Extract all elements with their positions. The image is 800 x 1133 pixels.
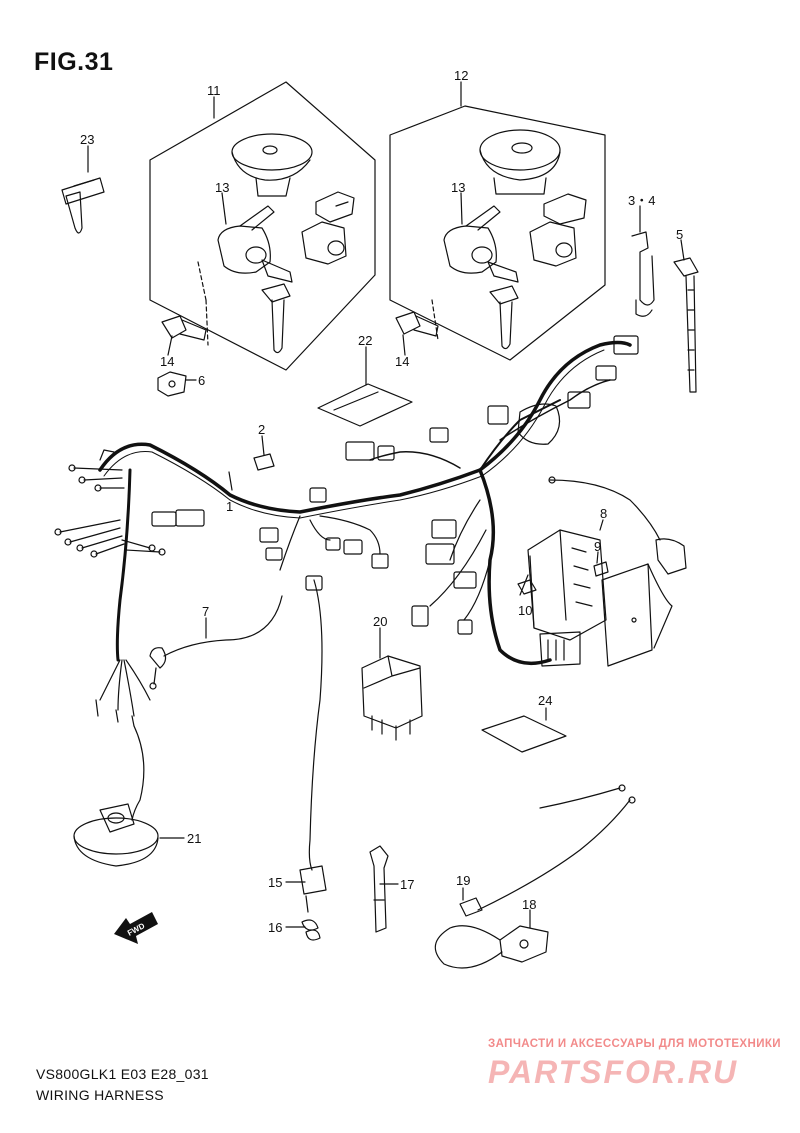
callout-2: 2 — [258, 422, 266, 437]
watermark-logo: PARTSFOR.RU — [488, 1054, 739, 1090]
callout-22: 22 — [358, 333, 373, 348]
callout-14-right: 14 — [395, 354, 410, 369]
callout-5: 5 — [676, 227, 684, 242]
lock-set-box-11 — [149, 81, 376, 371]
callout-19: 19 — [456, 873, 471, 888]
callout-11: 11 — [207, 83, 221, 98]
callout-23: 23 — [80, 132, 95, 147]
model-code: VS800GLK1 E03 E28_031 — [36, 1066, 209, 1082]
callout-20: 20 — [373, 614, 388, 629]
callout-6: 6 — [198, 373, 206, 388]
callout-21: 21 — [187, 831, 202, 846]
label-sheet-22 — [317, 383, 413, 427]
callout-13-right: 13 — [451, 180, 466, 195]
callout-1: 1 — [226, 499, 234, 514]
callout-9: 9 — [594, 539, 602, 554]
callout-14-left: 14 — [160, 354, 175, 369]
figure-title: FIG.31 — [34, 48, 114, 76]
callout-15: 15 — [268, 875, 283, 890]
callout-16: 16 — [268, 920, 283, 935]
watermark-tagline: ЗАПЧАСТИ И АКСЕССУАРЫ ДЛЯ МОТОТЕХНИКИ — [488, 1038, 781, 1050]
callout-10: 10 — [518, 603, 533, 618]
callout-3-4: 3・4 — [628, 193, 656, 208]
callout-24: 24 — [538, 693, 553, 708]
callout-7: 7 — [202, 604, 210, 619]
callout-17: 17 — [400, 877, 415, 892]
fwd-arrow-icon — [114, 912, 158, 944]
callout-8: 8 — [600, 506, 608, 521]
diagram-name: WIRING HARNESS — [36, 1087, 164, 1103]
callout-18: 18 — [522, 897, 537, 912]
callout-12: 12 — [454, 68, 469, 83]
label-sheet-24 — [481, 715, 567, 753]
lock-set-box-12 — [389, 105, 606, 361]
callout-13-left: 13 — [215, 180, 230, 195]
